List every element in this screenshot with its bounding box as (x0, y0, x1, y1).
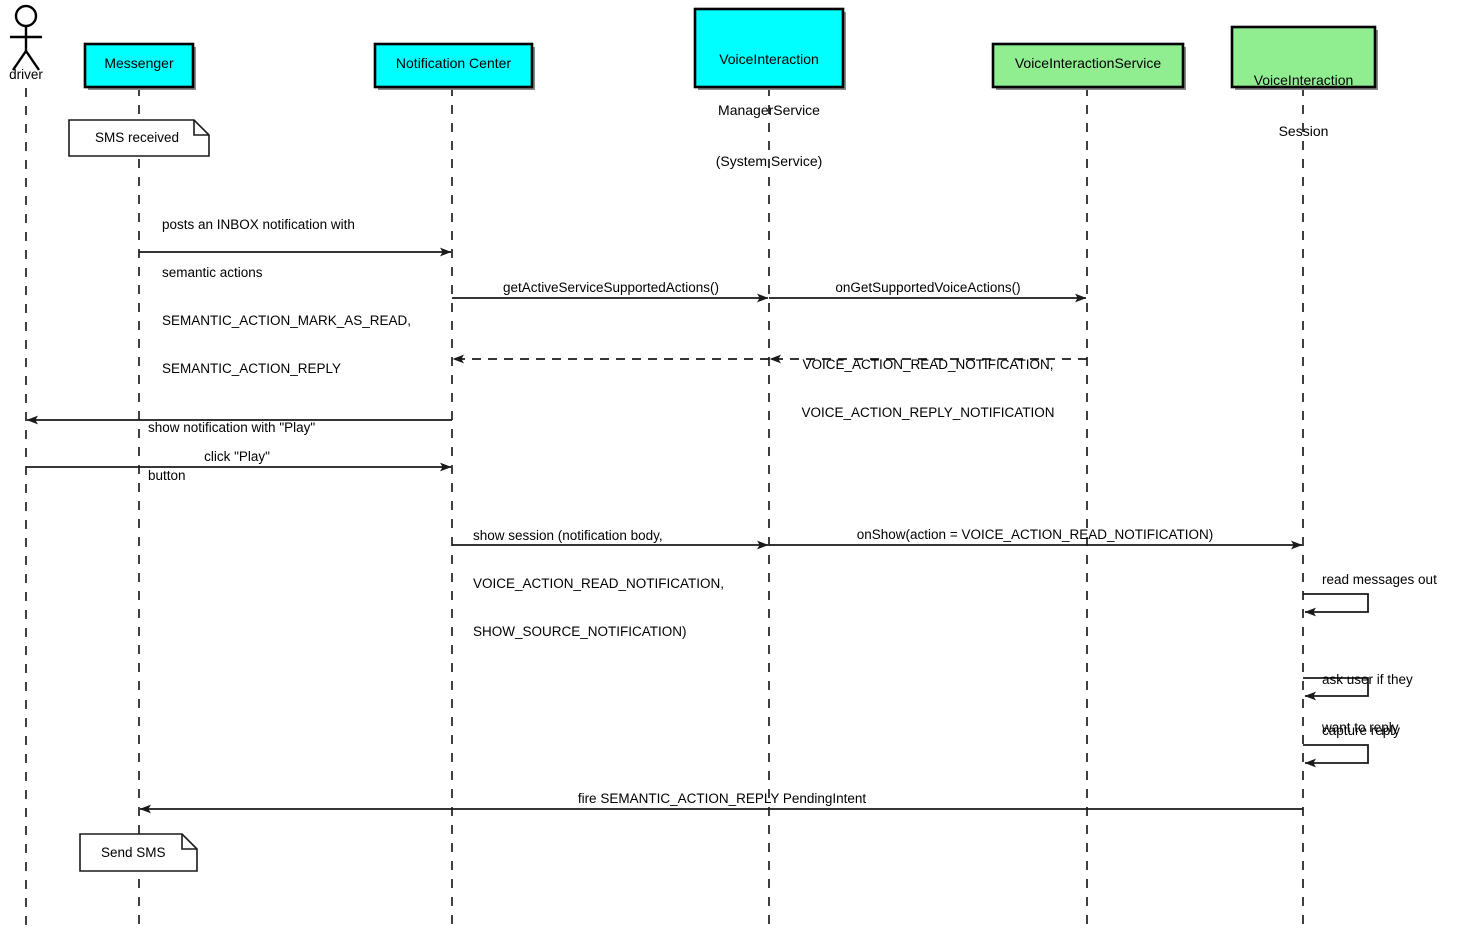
message-label-line-2: button (148, 468, 186, 483)
message-label-click-play: click "Play" (204, 449, 270, 464)
arrow-self-ask-user-if-they-want-to-reply (1303, 677, 1369, 701)
message-label-line-2: VOICE_ACTION_READ_NOTIFICATION, (473, 576, 725, 591)
note-label-send-sms: Send SMS (101, 845, 166, 860)
note-send-sms (79, 833, 198, 872)
message-label-line-1: VOICE_ACTION_READ_NOTIFICATION, (802, 357, 1054, 372)
self-message-label-line-2: want to reply (1322, 720, 1399, 735)
message-label-line-1: posts an INBOX notification with (162, 217, 355, 232)
participant-box-voiceinteraction-manager-service[interactable] (693, 7, 846, 90)
message-label-get-active-service-supported-actions: getActiveServiceSupportedActions() (502, 280, 720, 295)
participant-box-voiceinteraction-service[interactable] (991, 42, 1186, 90)
self-message-label-line-1: ask user if they (1322, 672, 1413, 687)
message-label-line-3: SHOW_SOURCE_NOTIFICATION) (473, 624, 687, 639)
message-label-post-inbox-notification: posts an INBOX notification with semanti… (162, 185, 411, 409)
message-label-fire-semantic-action-reply-pendingintent: fire SEMANTIC_ACTION_REPLY PendingIntent (577, 791, 867, 806)
note-label-sms-received: SMS received (95, 130, 180, 145)
message-label-show-session: show session (notification body, VOICE_A… (473, 496, 724, 672)
message-label-on-show: onShow(action = VOICE_ACTION_READ_NOTIFI… (856, 527, 1214, 542)
self-message-label-capture-reply: capture reply (1322, 723, 1401, 738)
actor-driver-label: driver (9, 67, 43, 82)
message-label-return-voice-actions: VOICE_ACTION_READ_NOTIFICATION, VOICE_AC… (801, 325, 1054, 453)
note-sms-received (68, 119, 210, 157)
participant-box-voiceinteraction-session[interactable] (1230, 25, 1378, 90)
participant-box-messenger[interactable] (83, 42, 196, 90)
message-label-line-1: show notification with "Play" (148, 420, 316, 435)
actor-driver-icon (10, 4, 42, 71)
self-message-label-read-messages-out: read messages out (1322, 572, 1437, 587)
arrow-self-capture-reply (1303, 744, 1369, 768)
message-label-show-notification-with-play: show notification with "Play" button (148, 388, 315, 516)
message-label-line-3: SEMANTIC_ACTION_MARK_AS_READ, (162, 313, 412, 328)
message-label-line-4: SEMANTIC_ACTION_REPLY (162, 361, 342, 376)
message-label-line-2: VOICE_ACTION_REPLY_NOTIFICATION (801, 405, 1055, 420)
message-label-on-get-supported-voice-actions: onGetSupportedVoiceActions() (835, 280, 1021, 295)
participant-box-notification-center[interactable] (373, 42, 535, 90)
self-message-label-ask-user-if-they-want-to-reply: ask user if they want to reply (1322, 640, 1413, 768)
message-label-line-2: semantic actions (162, 265, 263, 280)
message-label-line-1: show session (notification body, (473, 528, 663, 543)
arrow-self-read-messages-out (1303, 593, 1369, 617)
lifelines-group (25, 87, 1304, 929)
